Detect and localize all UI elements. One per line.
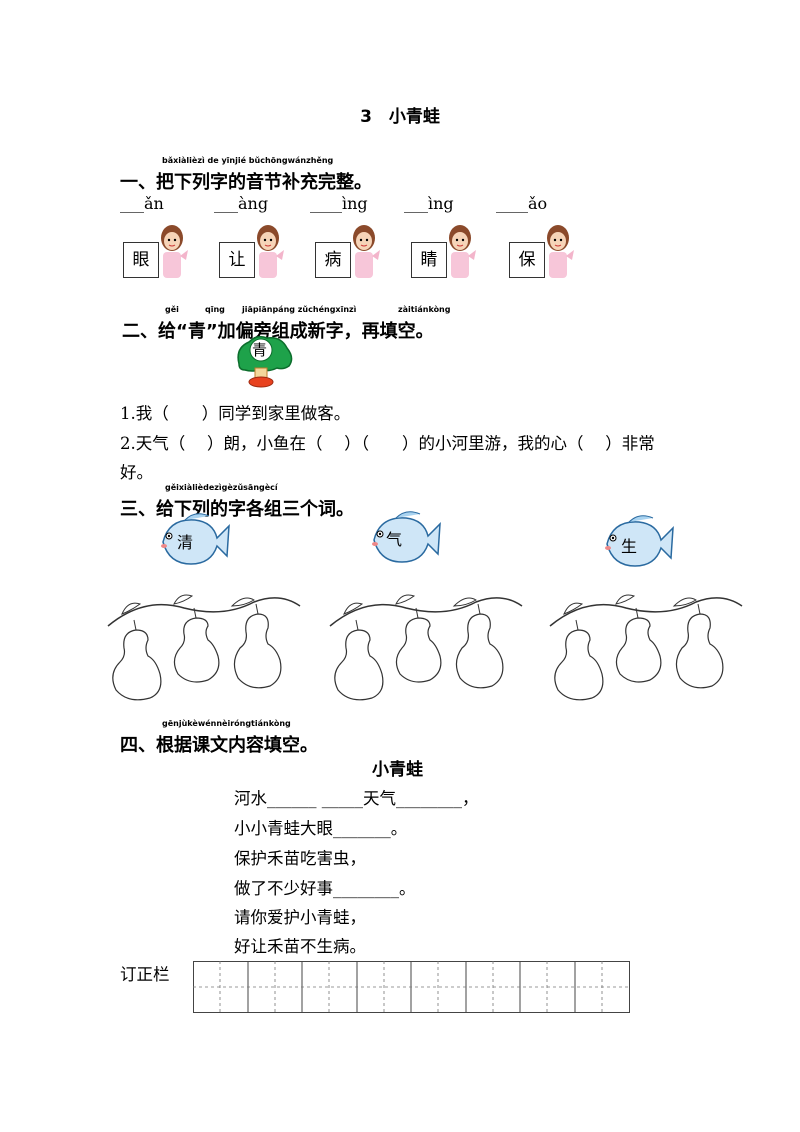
girl-icon xyxy=(257,225,284,278)
blank-5[interactable]: ____ǎo xyxy=(496,194,548,213)
char-box: 睛 xyxy=(411,242,447,278)
tree-icon xyxy=(237,335,293,388)
question-1: 1.我（ ）同学到家里做客。 xyxy=(120,404,351,423)
section4-heading: 四、根据课文内容填空。 xyxy=(120,735,318,756)
fish-icon xyxy=(605,515,674,567)
poem-line-6: 好让禾苗不生病。 xyxy=(234,937,366,956)
poem-line-3: 保护禾苗吃害虫， xyxy=(234,849,366,868)
section2-pinyin-3: jiāpiānpáng zǔchéngxīnzì xyxy=(242,305,357,314)
section2-heading: 二、给“青”加偏旁组成新字，再填空。 xyxy=(122,321,434,342)
char-box: 病 xyxy=(315,242,351,278)
fish-char-3: 生 xyxy=(621,537,638,556)
section2-pinyin-2: qīng xyxy=(205,305,225,314)
blank-1[interactable]: ___ǎn xyxy=(120,194,164,213)
char-card-5: 保 xyxy=(506,222,586,284)
section3-pinyin: gěixiàlièdezìgèzǔsāngècí xyxy=(165,483,278,492)
poem-line-5: 请你爱护小青蛙， xyxy=(234,908,366,927)
tree-char: 青 xyxy=(252,341,268,359)
blank-3[interactable]: ____ìng xyxy=(310,194,368,213)
section2-pinyin-1: gěi xyxy=(165,305,179,314)
girl-icon xyxy=(449,225,476,278)
char-box: 让 xyxy=(219,242,255,278)
blank-4[interactable]: ___ìng xyxy=(404,194,454,213)
char-card-2: 让 xyxy=(216,222,296,284)
girl-icon xyxy=(547,225,574,278)
correction-grid[interactable] xyxy=(193,961,630,1013)
poem-title: 小青蛙 xyxy=(372,760,423,780)
gourd-vine xyxy=(107,594,301,701)
poem-line-4: 做了不少好事________。 xyxy=(234,879,416,898)
girl-icon xyxy=(353,225,380,278)
question-2: 2.天气（ ）朗，小鱼在（ ）（ ）的小河里游，我的心（ ）非常 xyxy=(120,434,655,453)
char-card-3: 病 xyxy=(312,222,392,284)
gourd-vine xyxy=(329,594,523,701)
poem-line-1: 河水______ _____天气________， xyxy=(234,789,479,808)
fish-char-1: 清 xyxy=(177,533,194,552)
correction-label: 订正栏 xyxy=(120,965,170,984)
blank-2[interactable]: ___àng xyxy=(214,194,269,213)
char-box: 眼 xyxy=(123,242,159,278)
fish-icon xyxy=(161,513,230,565)
fish-icon xyxy=(372,511,441,563)
question-2-cont: 好。 xyxy=(120,463,153,482)
section1-heading: 一、把下列字的音节补充完整。 xyxy=(120,172,372,193)
gourd-vine xyxy=(549,594,743,701)
fish-char-2: 气 xyxy=(386,530,403,549)
girl-icon xyxy=(161,225,188,278)
section4-pinyin: gēnjùkèwénnèiróngtiánkòng xyxy=(162,719,291,728)
section3-heading: 三、给下列的字各组三个词。 xyxy=(120,499,354,520)
section1-pinyin: bǎxiàlièzì de yīnjié bǔchōngwánzhěng xyxy=(162,156,334,165)
char-card-4: 睛 xyxy=(408,222,488,284)
poem-line-2: 小小青蛙大眼_______。 xyxy=(234,819,408,838)
section2-pinyin-4: zàitiánkòng xyxy=(398,305,451,314)
page-title: 3 小青蛙 xyxy=(360,107,440,127)
char-card-1: 眼 xyxy=(120,222,200,284)
char-box: 保 xyxy=(509,242,545,278)
